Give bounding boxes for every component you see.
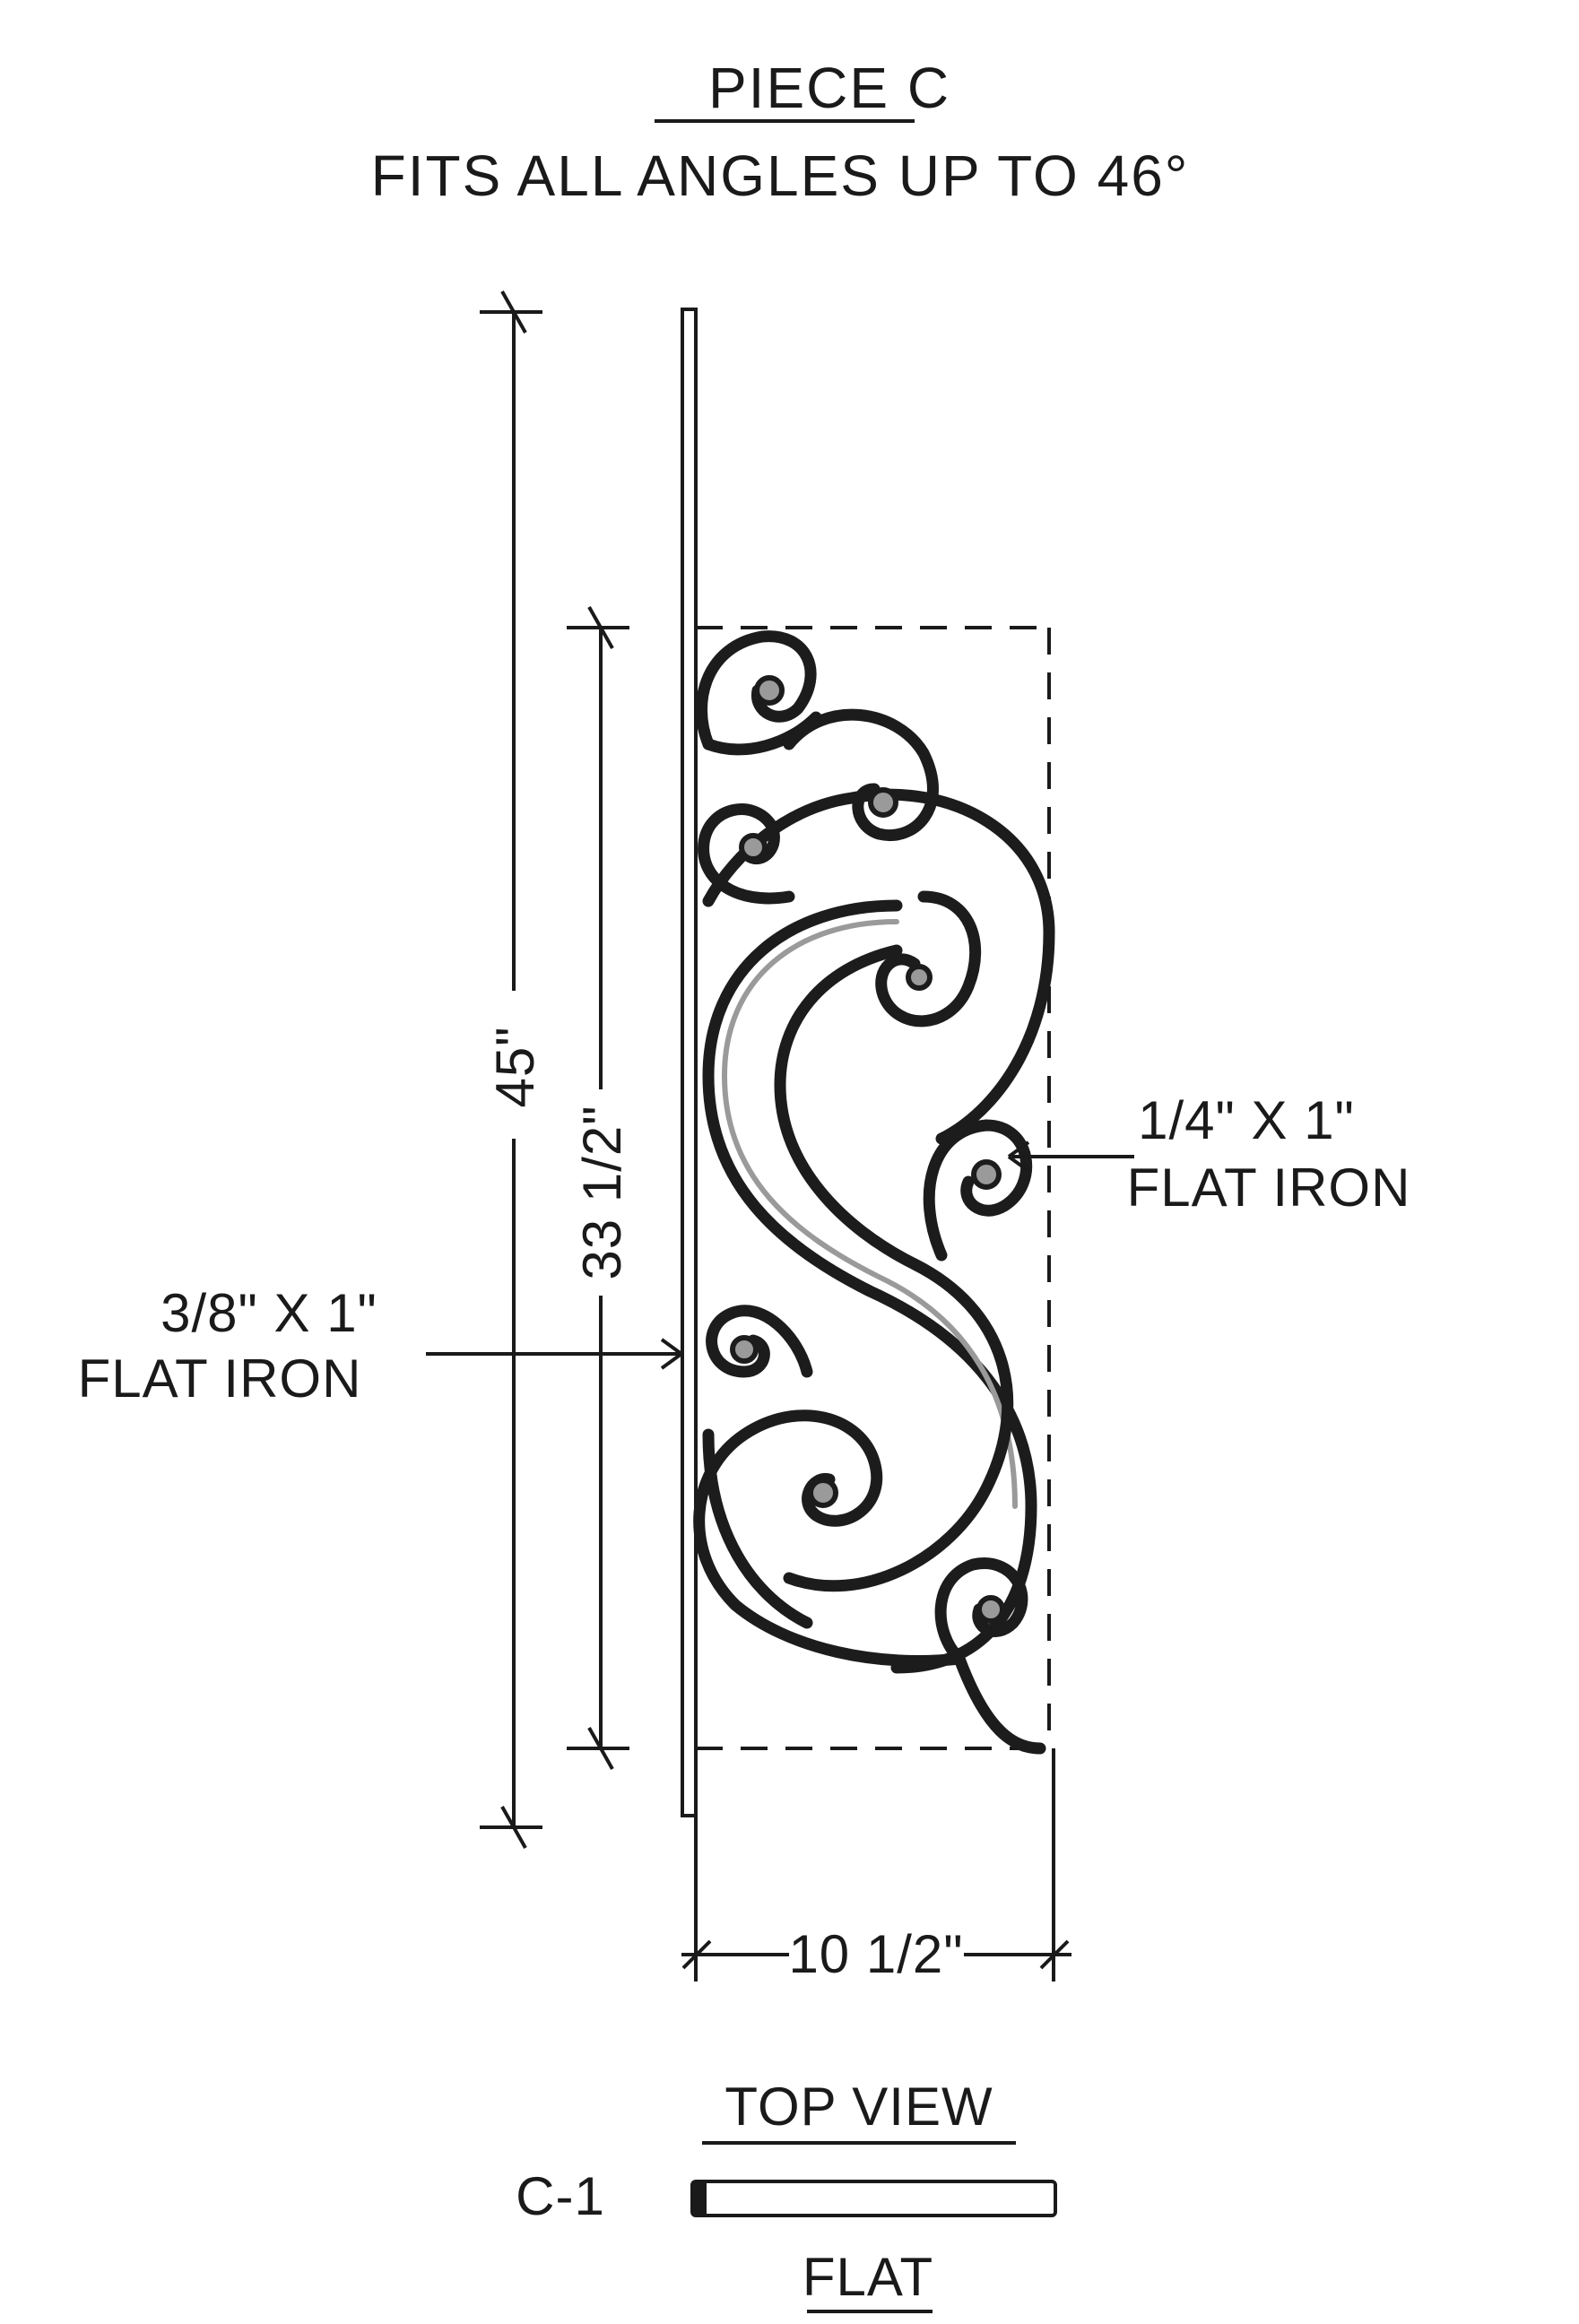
main-s-scroll-inner	[774, 944, 1014, 1592]
overall-height-label: 45"	[485, 1026, 545, 1107]
mid-left-scroll	[698, 803, 795, 905]
panel-width-label: 10 1/2"	[788, 1924, 963, 1984]
post-material-label-line1: 3/8" X 1"	[161, 1283, 377, 1343]
lower-large-scroll	[693, 1409, 966, 1667]
top-view-caption: FLAT	[803, 2247, 933, 2307]
lower-left-scroll	[706, 1305, 813, 1378]
scroll-work	[693, 630, 1055, 1755]
post-material-leader	[426, 1338, 683, 1370]
bottom-right-scroll	[934, 1557, 1028, 1665]
main-s-scroll	[702, 899, 1037, 1674]
panel-outline	[696, 626, 1051, 1750]
right-scroll	[923, 1119, 1033, 1262]
top-right-scroll	[783, 708, 939, 841]
post-material-label-line2: FLAT IRON	[78, 1348, 362, 1409]
angle-note: FITS ALL ANGLES UP TO 46°	[371, 143, 1190, 208]
panel-width-dimension	[681, 1748, 1071, 1981]
top-left-scroll	[696, 630, 817, 750]
top-view-heading: TOP VIEW	[724, 2077, 993, 2137]
piece-title: PIECE C	[708, 56, 950, 120]
vertical-post	[681, 308, 698, 1817]
panel-height-dimension	[567, 606, 629, 1770]
scroll-material-label-line1: 1/4" X 1"	[1138, 1090, 1355, 1150]
top-view-flat-bar	[690, 2180, 1057, 2217]
top-view-code: C-1	[516, 2166, 605, 2226]
panel-height-label: 33 1/2"	[572, 1105, 632, 1279]
overall-height-dimension	[480, 290, 542, 1849]
scroll-material-label-line2: FLAT IRON	[1127, 1158, 1411, 1218]
scroll-material-leader	[1007, 1140, 1134, 1173]
